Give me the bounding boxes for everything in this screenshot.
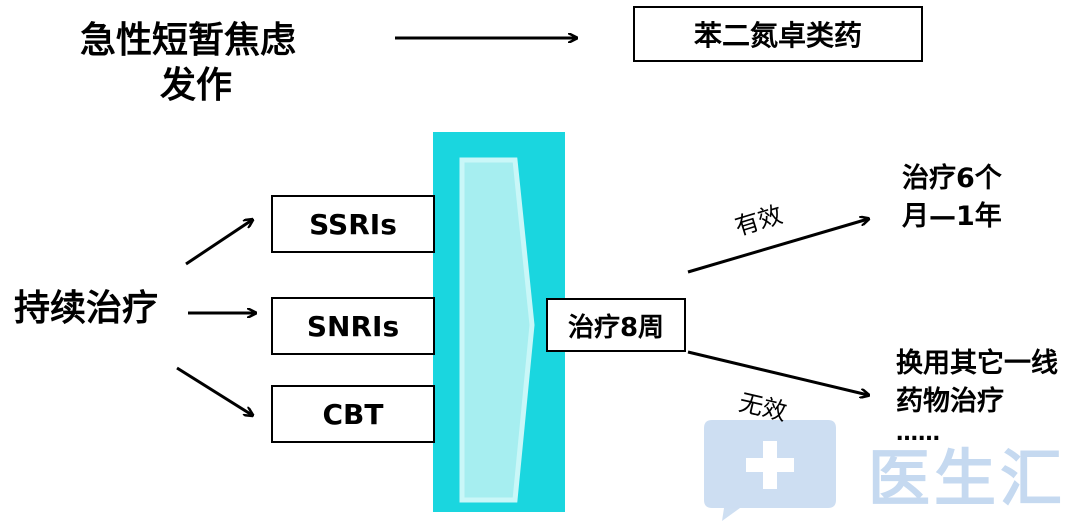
ssris-box: SSRIs — [271, 195, 435, 253]
watermark-text: 医生汇 — [868, 442, 1067, 515]
arrow-to-ssris — [185, 220, 252, 266]
arrow-effective — [687, 219, 868, 274]
effective-outcome-line2: 月—1年 — [902, 200, 1002, 232]
effective-outcome-line1: 治疗6个 — [902, 163, 1002, 194]
chevron-arrow — [459, 157, 535, 503]
ineffective-outcome-line2: 药物治疗 — [896, 385, 1004, 417]
arrow-to-cbt — [176, 366, 252, 415]
sustained-treatment-label: 持续治疗 — [14, 288, 159, 329]
arrow-ineffective — [687, 350, 868, 395]
ssris-label: SSRIs — [309, 207, 397, 241]
acute-episode-label: 急性短暂焦虑 发作 — [80, 18, 296, 108]
acute-episode-line2: 发作 — [160, 65, 233, 106]
benzodiazepine-box: 苯二氮卓类药 — [633, 6, 923, 62]
week8-box: 治疗8周 — [546, 298, 686, 352]
acute-episode-line1: 急性短暂焦虑 — [80, 20, 297, 61]
ineffective-outcome: 换用其它一线 药物治疗 …… — [896, 345, 1058, 447]
ineffective-outcome-line3: …… — [896, 420, 940, 446]
week8-label: 治疗8周 — [567, 312, 665, 343]
ineffective-outcome-line1: 换用其它一线 — [896, 348, 1058, 379]
cbt-box: CBT — [271, 385, 435, 443]
effective-outcome: 治疗6个 月—1年 — [902, 160, 1002, 236]
snris-label: SNRIs — [306, 309, 400, 343]
cbt-label: CBT — [322, 397, 384, 431]
snris-box: SNRIs — [271, 297, 435, 355]
watermark-logo — [704, 420, 836, 521]
benzodiazepine-label: 苯二氮卓类药 — [693, 19, 862, 52]
